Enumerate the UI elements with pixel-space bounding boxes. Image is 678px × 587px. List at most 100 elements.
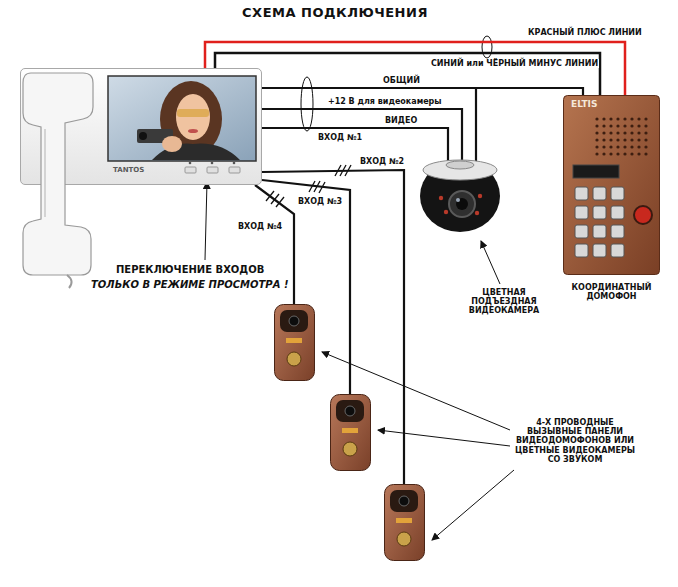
- monitor-illustration: [207, 167, 218, 173]
- doorphone-illustration: [630, 152, 633, 155]
- video-monitor: TANTOS: [20, 68, 262, 185]
- monitor-illustration: [23, 73, 93, 275]
- doorphone-illustration: [623, 138, 626, 141]
- brand-label: TANTOS: [113, 166, 144, 174]
- wire-label: ОБЩИЙ: [383, 76, 420, 85]
- monitor-illustration: [162, 136, 182, 152]
- monitor-illustration: [108, 76, 256, 161]
- doorphone-illustration: [644, 152, 647, 155]
- call-panels: [275, 305, 425, 561]
- input-label: ВХОД №3: [298, 197, 342, 206]
- doorphone-illustration: [623, 145, 626, 148]
- doorphone-illustration: [623, 124, 626, 127]
- doorphone-illustration: [602, 124, 605, 127]
- monitor-illustration: [177, 109, 209, 117]
- monitor-illustration: [233, 162, 236, 165]
- doorphone-illustration: [630, 117, 633, 120]
- power-wire: [262, 109, 462, 162]
- video-wire: [262, 128, 448, 162]
- doorphone-illustration: [637, 117, 640, 120]
- dome-camera: [444, 210, 448, 214]
- doorphone-illustration: [611, 206, 624, 219]
- call-panel: [390, 490, 418, 512]
- camera-caption: ЦВЕТНАЯ ПОДЪЕЗДНАЯ ВИДЕОКАМЕРА: [461, 288, 547, 316]
- input-label: ВХОД №1: [318, 133, 362, 142]
- doorphone-illustration: [593, 225, 606, 238]
- monitor-illustration: [229, 167, 240, 173]
- wire-ticks: [340, 165, 346, 176]
- doorphone-illustration: [595, 152, 598, 155]
- input-label: ВХОД №2: [360, 157, 404, 166]
- doorphone-illustration: [602, 152, 605, 155]
- doorphone-panel: ELTISКООРДИНАТНЫЙ ДОМОФОН: [563, 95, 660, 275]
- doorphone-illustration: [593, 187, 606, 200]
- doorphone-illustration: [616, 145, 619, 148]
- doorphone-illustration: [593, 244, 606, 257]
- wire-label: КРАСНЫЙ ПЛЮС ЛИНИИ: [527, 28, 643, 37]
- doorphone-illustration: [595, 145, 598, 148]
- call-panel: [385, 485, 425, 561]
- diagram-title: СХЕМА ПОДКЛЮЧЕНИЯ: [0, 6, 674, 21]
- note-text: ПЕРЕКЛЮЧЕНИЕ ВХОДОВ: [116, 264, 264, 276]
- wire-connector: [205, 42, 625, 95]
- signal-wires: [255, 88, 583, 484]
- doorphone-illustration: [623, 152, 626, 155]
- doorphone-illustration: [637, 131, 640, 134]
- call-panel: [280, 310, 308, 332]
- wire-ticks: [271, 194, 279, 204]
- doorphone-illustration: [575, 244, 588, 257]
- monitor-illustration: [185, 167, 196, 173]
- doorphone-illustration: [602, 131, 605, 134]
- dome-camera: [449, 191, 475, 217]
- doorphone-illustration: [575, 225, 588, 238]
- doorphone-illustration: [637, 124, 640, 127]
- leader-arrows: [205, 182, 207, 260]
- doorphone-illustration: [623, 117, 626, 120]
- wire-ticks: [345, 165, 351, 176]
- doorphone-illustration: [616, 152, 619, 155]
- common-wire: [475, 88, 477, 162]
- wire-ticks: [309, 181, 315, 192]
- call-panel: [385, 485, 425, 561]
- call-panel: [343, 442, 357, 456]
- doorphone-illustration: [644, 124, 647, 127]
- device-caption: КООРДИНАТНЫЙ ДОМОФОН: [549, 283, 674, 301]
- doorphone-illustration: [602, 145, 605, 148]
- input-label: ВХОД №4: [238, 222, 282, 231]
- doorphone-illustration: [630, 138, 633, 141]
- dome-camera: [475, 211, 479, 215]
- wire-ticks: [266, 191, 274, 201]
- call-panel: [275, 305, 315, 381]
- doorphone-illustration: [616, 117, 619, 120]
- doorphone-illustration: [630, 124, 633, 127]
- dome-camera: [420, 160, 500, 232]
- leader-arrows: [322, 352, 510, 430]
- call-panel: [289, 316, 299, 326]
- leader-arrows: [481, 241, 500, 284]
- dome-camera: [456, 198, 468, 210]
- cable-bundle: [301, 36, 492, 131]
- call-panel: [397, 532, 411, 546]
- wire-label: СИНИЙ или ЧЁРНЫЙ МИНУС ЛИНИИ: [430, 59, 599, 68]
- dome-camera: [420, 160, 500, 232]
- doorphone-illustration: [637, 138, 640, 141]
- call-panel: [342, 428, 358, 433]
- doorphone-illustration: [634, 206, 652, 224]
- doorphone-illustration: [630, 131, 633, 134]
- doorphone-illustration: [602, 117, 605, 120]
- monitor-illustration: [176, 94, 210, 140]
- doorphone-illustration: [564, 96, 660, 275]
- doorphone-illustration: [602, 138, 605, 141]
- doorphone-illustration: [644, 138, 647, 141]
- leader-arrows: [432, 470, 514, 540]
- doorphone-illustration: [573, 165, 619, 178]
- monitor-illustration: [21, 69, 263, 291]
- doorphone-illustration: [593, 206, 606, 219]
- doorphone-illustration: [630, 145, 633, 148]
- monitor-illustration: [211, 162, 214, 165]
- common-wire: [262, 88, 583, 95]
- wire-ticks: [276, 197, 284, 207]
- doorphone-illustration: [611, 244, 624, 257]
- doorphone-illustration: [644, 131, 647, 134]
